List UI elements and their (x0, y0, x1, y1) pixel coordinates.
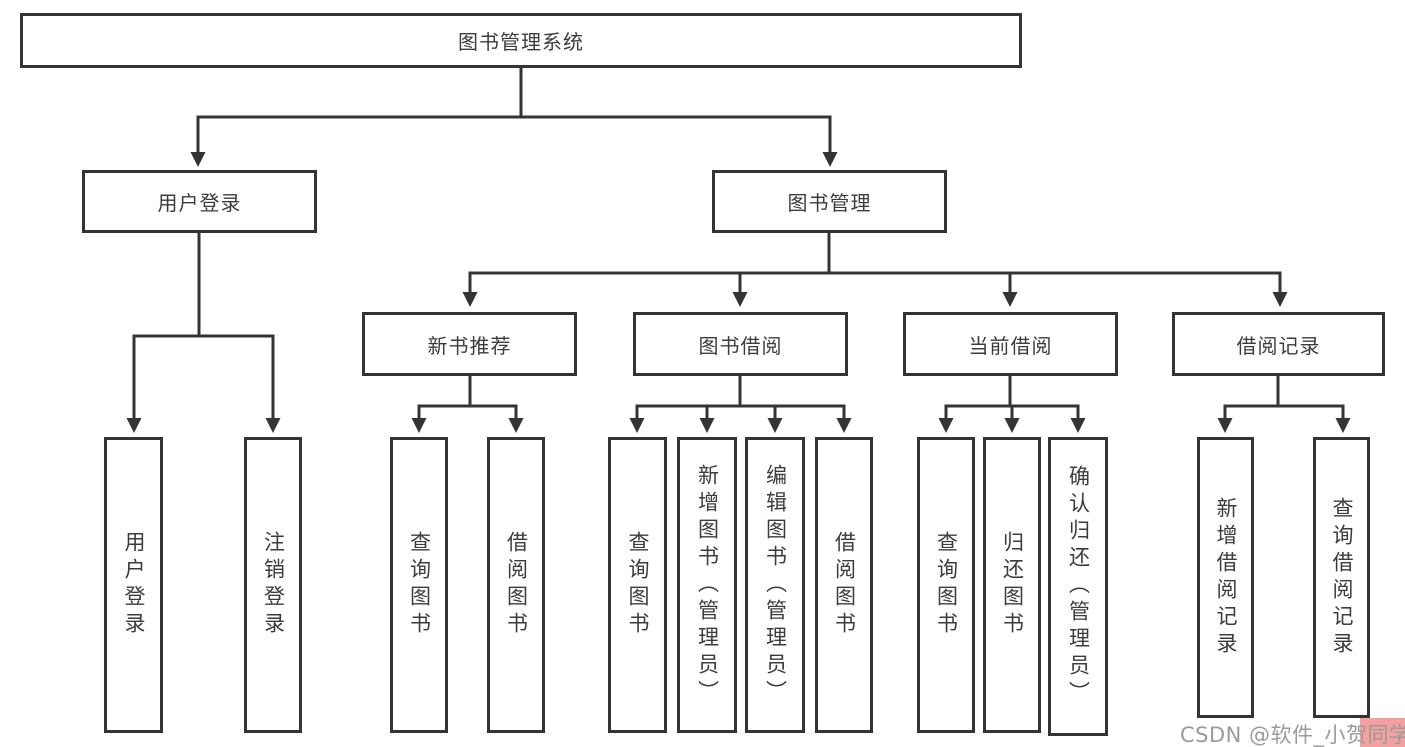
node-root-library-system: 图书管理系统 (20, 13, 1022, 68)
leaf-borrow-books-borrowing: 借阅图书 (815, 437, 873, 733)
leaf-user-login: 用户登录 (104, 437, 163, 733)
leaf-add-books-admin: 新增图书（管理员） (677, 437, 737, 733)
leaf-confirm-return-admin: 确认归还（管理员） (1048, 437, 1108, 736)
leaf-add-borrow-record-label: 新增借阅记录 (1214, 496, 1238, 659)
leaf-query-books-borrowing: 查询图书 (608, 437, 667, 733)
watermark-text: CSDN @软件_小贺同学 (1180, 723, 1405, 747)
connector-arrows (126, 117, 1351, 433)
leaf-query-books-recommend: 查询图书 (390, 437, 448, 733)
leaf-borrow-books-recommend-label: 借阅图书 (504, 531, 529, 639)
watermark-accent-block (1360, 718, 1405, 747)
connector-stems-and-bars (132, 66, 1345, 408)
leaf-return-books: 归还图书 (983, 437, 1041, 733)
leaf-logout: 注销登录 (244, 437, 302, 733)
leaf-query-books-recommend-label: 查询图书 (407, 531, 432, 639)
leaf-edit-books-admin-label: 编辑图书（管理员） (763, 463, 788, 707)
leaf-user-login-label: 用户登录 (122, 531, 146, 639)
leaf-borrow-books-recommend: 借阅图书 (487, 437, 545, 733)
leaf-add-borrow-record: 新增借阅记录 (1197, 437, 1254, 718)
node-current-borrowing: 当前借阅 (903, 312, 1118, 376)
leaf-query-borrow-record: 查询借阅记录 (1313, 437, 1370, 718)
leaf-return-books-label: 归还图书 (1000, 531, 1025, 639)
leaf-query-books-current-label: 查询图书 (934, 531, 959, 639)
leaf-confirm-return-admin-label: 确认归还（管理员） (1066, 465, 1091, 708)
node-book-borrowing: 图书借阅 (633, 312, 848, 376)
node-book-management: 图书管理 (712, 170, 947, 233)
leaf-edit-books-admin: 编辑图书（管理员） (745, 437, 805, 733)
leaf-logout-label: 注销登录 (261, 531, 286, 639)
leaf-query-books-borrowing-label: 查询图书 (626, 531, 650, 639)
leaf-add-books-admin-label: 新增图书（管理员） (695, 463, 720, 707)
node-borrowing-records: 借阅记录 (1172, 312, 1385, 376)
node-user-login: 用户登录 (82, 170, 317, 233)
leaf-query-borrow-record-label: 查询借阅记录 (1330, 496, 1354, 659)
leaf-borrow-books-borrowing-label: 借阅图书 (832, 531, 857, 639)
leaf-query-books-current: 查询图书 (917, 437, 975, 733)
node-new-book-recommendation: 新书推荐 (362, 312, 577, 376)
